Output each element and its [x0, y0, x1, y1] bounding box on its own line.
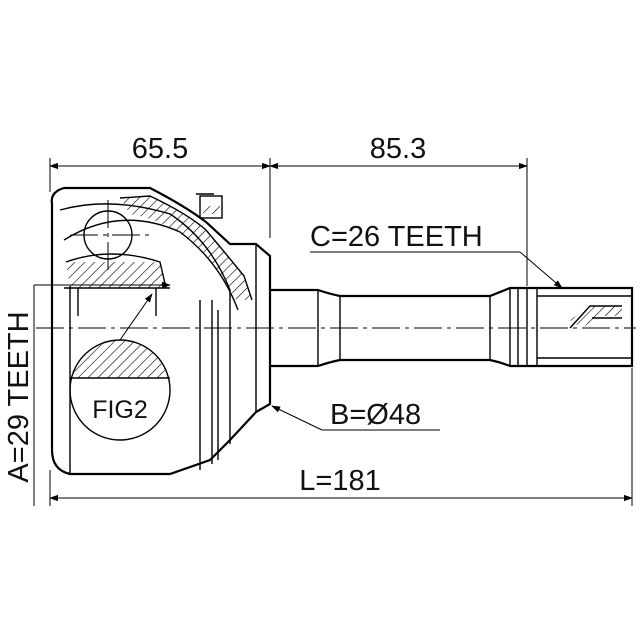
callout-outer-teeth: C=26 TEETH [310, 221, 563, 289]
fig2-label: FIG2 [92, 396, 148, 424]
shaft-tip-hatch [570, 306, 622, 328]
stub-shaft [270, 286, 634, 368]
callout-label-a-29-teeth: A=29 TEETH [3, 311, 35, 482]
boot-clamp [199, 195, 223, 219]
fig2-leader [119, 293, 153, 341]
callout-leader-c [519, 251, 563, 289]
callout-leader-b [271, 405, 323, 431]
dimension-housing-length: 65.5 [49, 133, 271, 238]
fig2-hatch [70, 340, 170, 378]
shaft-outline [270, 286, 634, 368]
dimension-shaft-length: 85.3 [269, 133, 528, 286]
inner-race-outline [65, 253, 167, 289]
callout-inner-teeth: A=29 TEETH [3, 281, 171, 506]
housing-section-edge [119, 195, 253, 301]
fig2-detail: FIG2 [69, 293, 171, 441]
callout-label-b-48: B=Ø48 [330, 399, 421, 431]
housing-outline [50, 186, 272, 476]
callout-outer-diameter: B=Ø48 [271, 399, 440, 431]
dimension-label-85-3: 85.3 [370, 133, 426, 165]
shaft-tip-edge [569, 305, 622, 329]
outer-housing [50, 186, 272, 476]
top-ball-section [64, 200, 170, 316]
boot-clamp-hatch [203, 206, 220, 214]
inner-race-hatch [66, 262, 166, 288]
callout-label-c-26-teeth: C=26 TEETH [310, 221, 483, 253]
housing-section-hatch [120, 196, 252, 300]
dimension-label-181: L=181 [299, 465, 380, 497]
dimension-label-65-5: 65.5 [132, 133, 188, 165]
dimension-total-length: L=181 [49, 368, 633, 506]
